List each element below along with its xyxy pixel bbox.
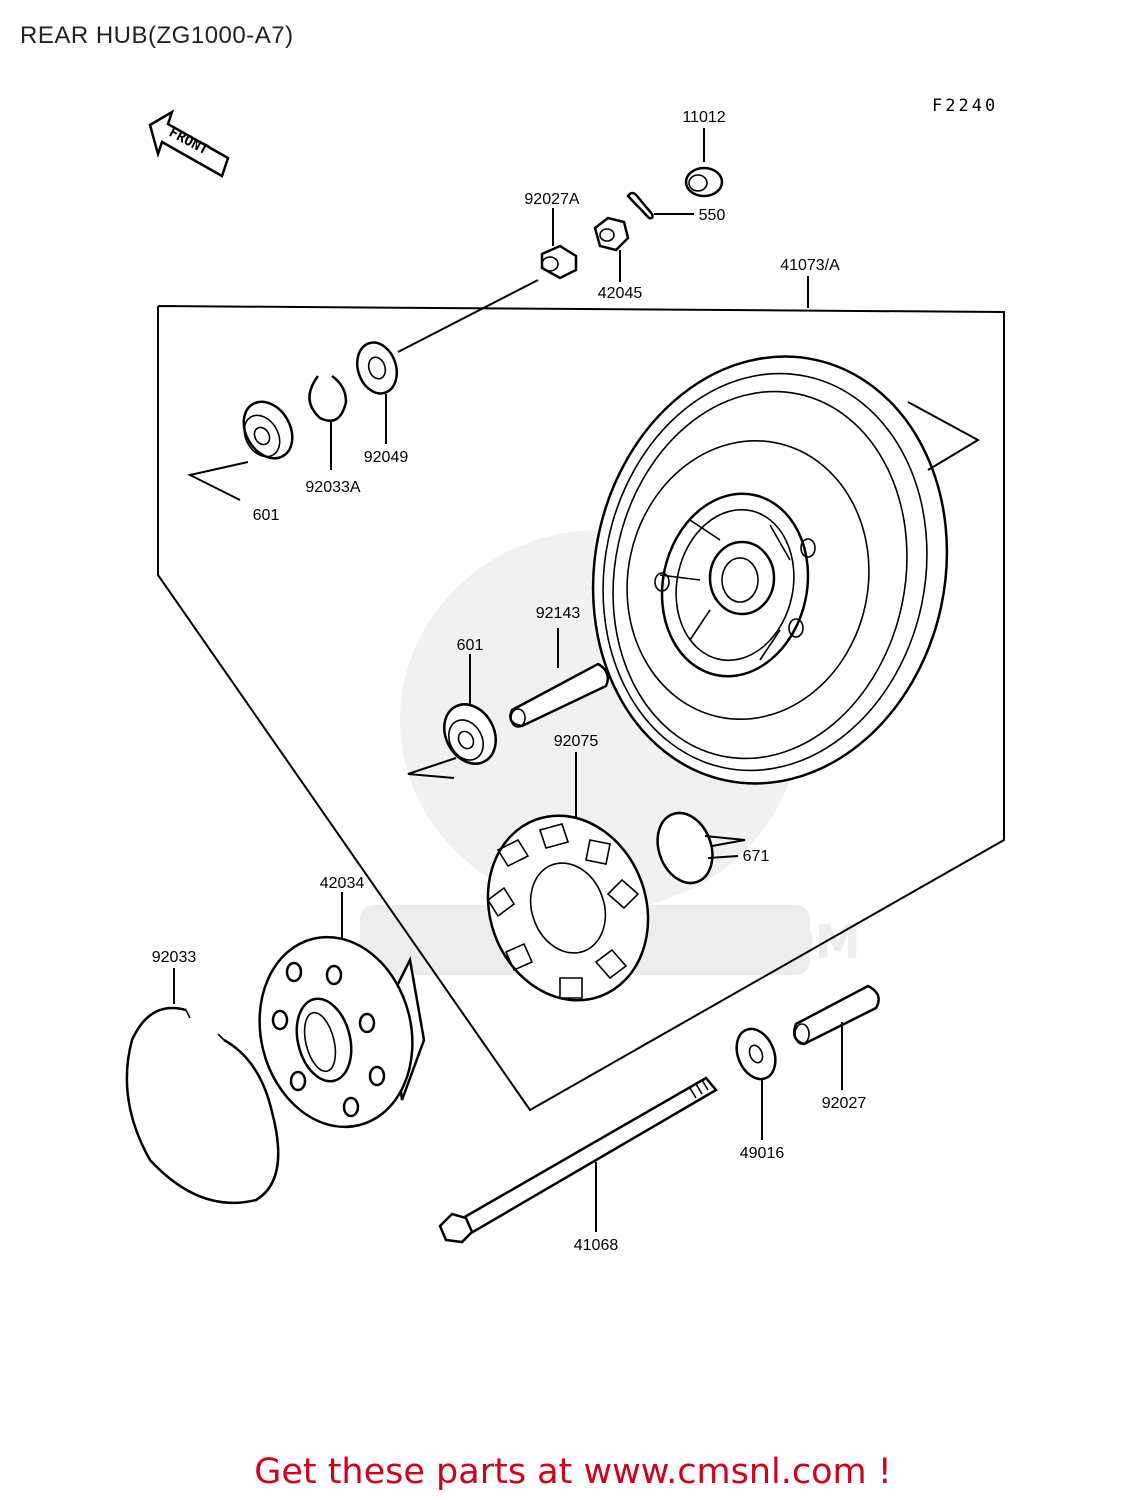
label-92027A: 92027A xyxy=(524,191,579,208)
part-92143-sleeve xyxy=(509,628,609,728)
label-41068: 41068 xyxy=(574,1237,619,1254)
label-92049: 92049 xyxy=(364,449,409,466)
label-92143: 92143 xyxy=(536,605,581,622)
label-41073A: 41073/A xyxy=(780,257,840,274)
part-92033A-circlip xyxy=(308,374,348,470)
part-92027-collar xyxy=(793,984,880,1090)
part-92033-circlip xyxy=(125,968,280,1205)
label-601-upper: 601 xyxy=(253,507,280,524)
label-550: 550 xyxy=(699,207,726,224)
diagram-reference-code: F2240 xyxy=(932,96,999,116)
rear-wheel-41073A xyxy=(591,355,949,785)
part-601-lower-bearing xyxy=(407,654,497,779)
assembly-outline xyxy=(157,305,1005,1112)
label-92033A: 92033A xyxy=(305,479,360,496)
part-11012-collar xyxy=(684,128,724,198)
part-550-cotter-pin xyxy=(626,191,694,220)
part-92049-washer xyxy=(355,341,399,444)
part-92075-damper xyxy=(486,752,650,1002)
label-601-lower: 601 xyxy=(457,637,484,654)
label-92033: 92033 xyxy=(152,949,197,966)
page-title: REAR HUB(ZG1000-A7) xyxy=(20,22,294,49)
part-42045-nut xyxy=(593,216,630,282)
part-601-upper-bearing xyxy=(187,400,294,501)
part-49016-washer xyxy=(735,1027,777,1140)
exploded-parts-diagram: WWW.CMSNL.COM FRONT xyxy=(125,109,1005,1254)
direction-mark xyxy=(907,401,981,471)
label-49016: 49016 xyxy=(740,1145,785,1162)
part-42034-coupling xyxy=(258,892,426,1129)
label-42034: 42034 xyxy=(320,875,365,892)
label-92075: 92075 xyxy=(554,733,599,750)
label-42045: 42045 xyxy=(598,285,643,302)
part-671-o-ring xyxy=(656,811,746,885)
front-arrow-icon: FRONT xyxy=(148,109,230,178)
label-11012: 11012 xyxy=(682,109,725,126)
label-671: 671 xyxy=(743,848,770,865)
part-92027A-collar xyxy=(397,208,578,353)
parts-shop-link[interactable]: Get these parts at www.cmsnl.com ! xyxy=(254,1452,892,1492)
label-92027: 92027 xyxy=(822,1095,867,1112)
part-41068-axle xyxy=(438,1076,718,1244)
